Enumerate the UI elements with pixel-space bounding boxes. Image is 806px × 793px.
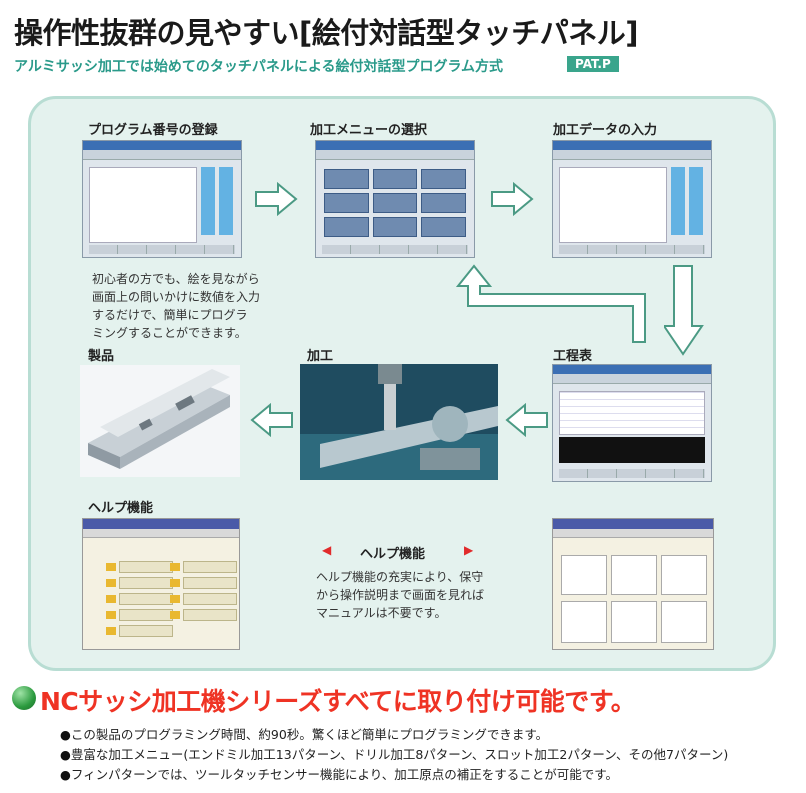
- bullet-dot-icon: ●: [60, 767, 71, 782]
- data-input-screen: [552, 140, 712, 258]
- compatibility-headline: NCサッシ加工機シリーズすべてに取り付け可能です。: [40, 687, 636, 716]
- arrow-left-icon: [250, 403, 293, 437]
- arrow-down-icon: [664, 265, 704, 356]
- help-screen-detail: [552, 518, 714, 650]
- step-label-data-input: 加工データの入力: [553, 123, 658, 138]
- step-label-process-table: 工程表: [553, 349, 593, 364]
- help-feature-title: ヘルプ機能: [360, 547, 426, 562]
- step-label-program-register: プログラム番号の登録: [88, 123, 218, 138]
- machining-photo: [300, 364, 498, 480]
- arrow-right-icon: [255, 182, 298, 216]
- green-bullet-icon: [12, 686, 36, 710]
- help-feature-text: ヘルプ機能の充実により、保守 から操作説明まで画面を見れば マニュアルは不要です…: [316, 570, 485, 620]
- patent-badge: PAT.P: [567, 56, 619, 72]
- product-photo: [80, 365, 240, 477]
- feature-bullet-3: ●フィンパターンでは、ツールタッチセンサー機能により、加工原点の補正をすることが…: [60, 767, 619, 782]
- help-screen-main: [82, 518, 240, 650]
- triangle-right-icon: ▶: [464, 543, 474, 557]
- step-label-help: ヘルプ機能: [88, 501, 154, 516]
- arrow-right-icon: [491, 182, 534, 216]
- page-subtitle: アルミサッシ加工では始めてのタッチパネルによる絵付対話型プログラム方式: [14, 59, 504, 75]
- beginner-note: 初心者の方でも、絵を見ながら 画面上の問いかけに数値を入力 するだけで、簡単にプ…: [92, 272, 261, 340]
- feature-bullet-1: ●この製品のプログラミング時間、約90秒。驚くほど簡単にプログラミングできます。: [60, 727, 549, 742]
- loop-back-arrow-icon: [455, 264, 646, 343]
- bullet-dot-icon: ●: [60, 727, 71, 742]
- triangle-left-icon: ◀: [322, 543, 332, 557]
- program-register-screen: [82, 140, 242, 258]
- process-table-screen: [552, 364, 712, 482]
- page-title: 操作性抜群の見やすい[絵付対話型タッチパネル]: [14, 16, 639, 50]
- feature-bullet-2: ●豊富な加工メニュー(エンドミル加工13パターン、ドリル加工8パターン、スロット…: [60, 747, 729, 762]
- bullet-dot-icon: ●: [60, 747, 71, 762]
- step-label-machining: 加工: [307, 349, 334, 364]
- menu-select-screen: [315, 140, 475, 258]
- arrow-left-icon: [505, 403, 548, 437]
- step-label-product: 製品: [88, 349, 115, 364]
- step-label-menu-select: 加工メニューの選択: [310, 123, 428, 138]
